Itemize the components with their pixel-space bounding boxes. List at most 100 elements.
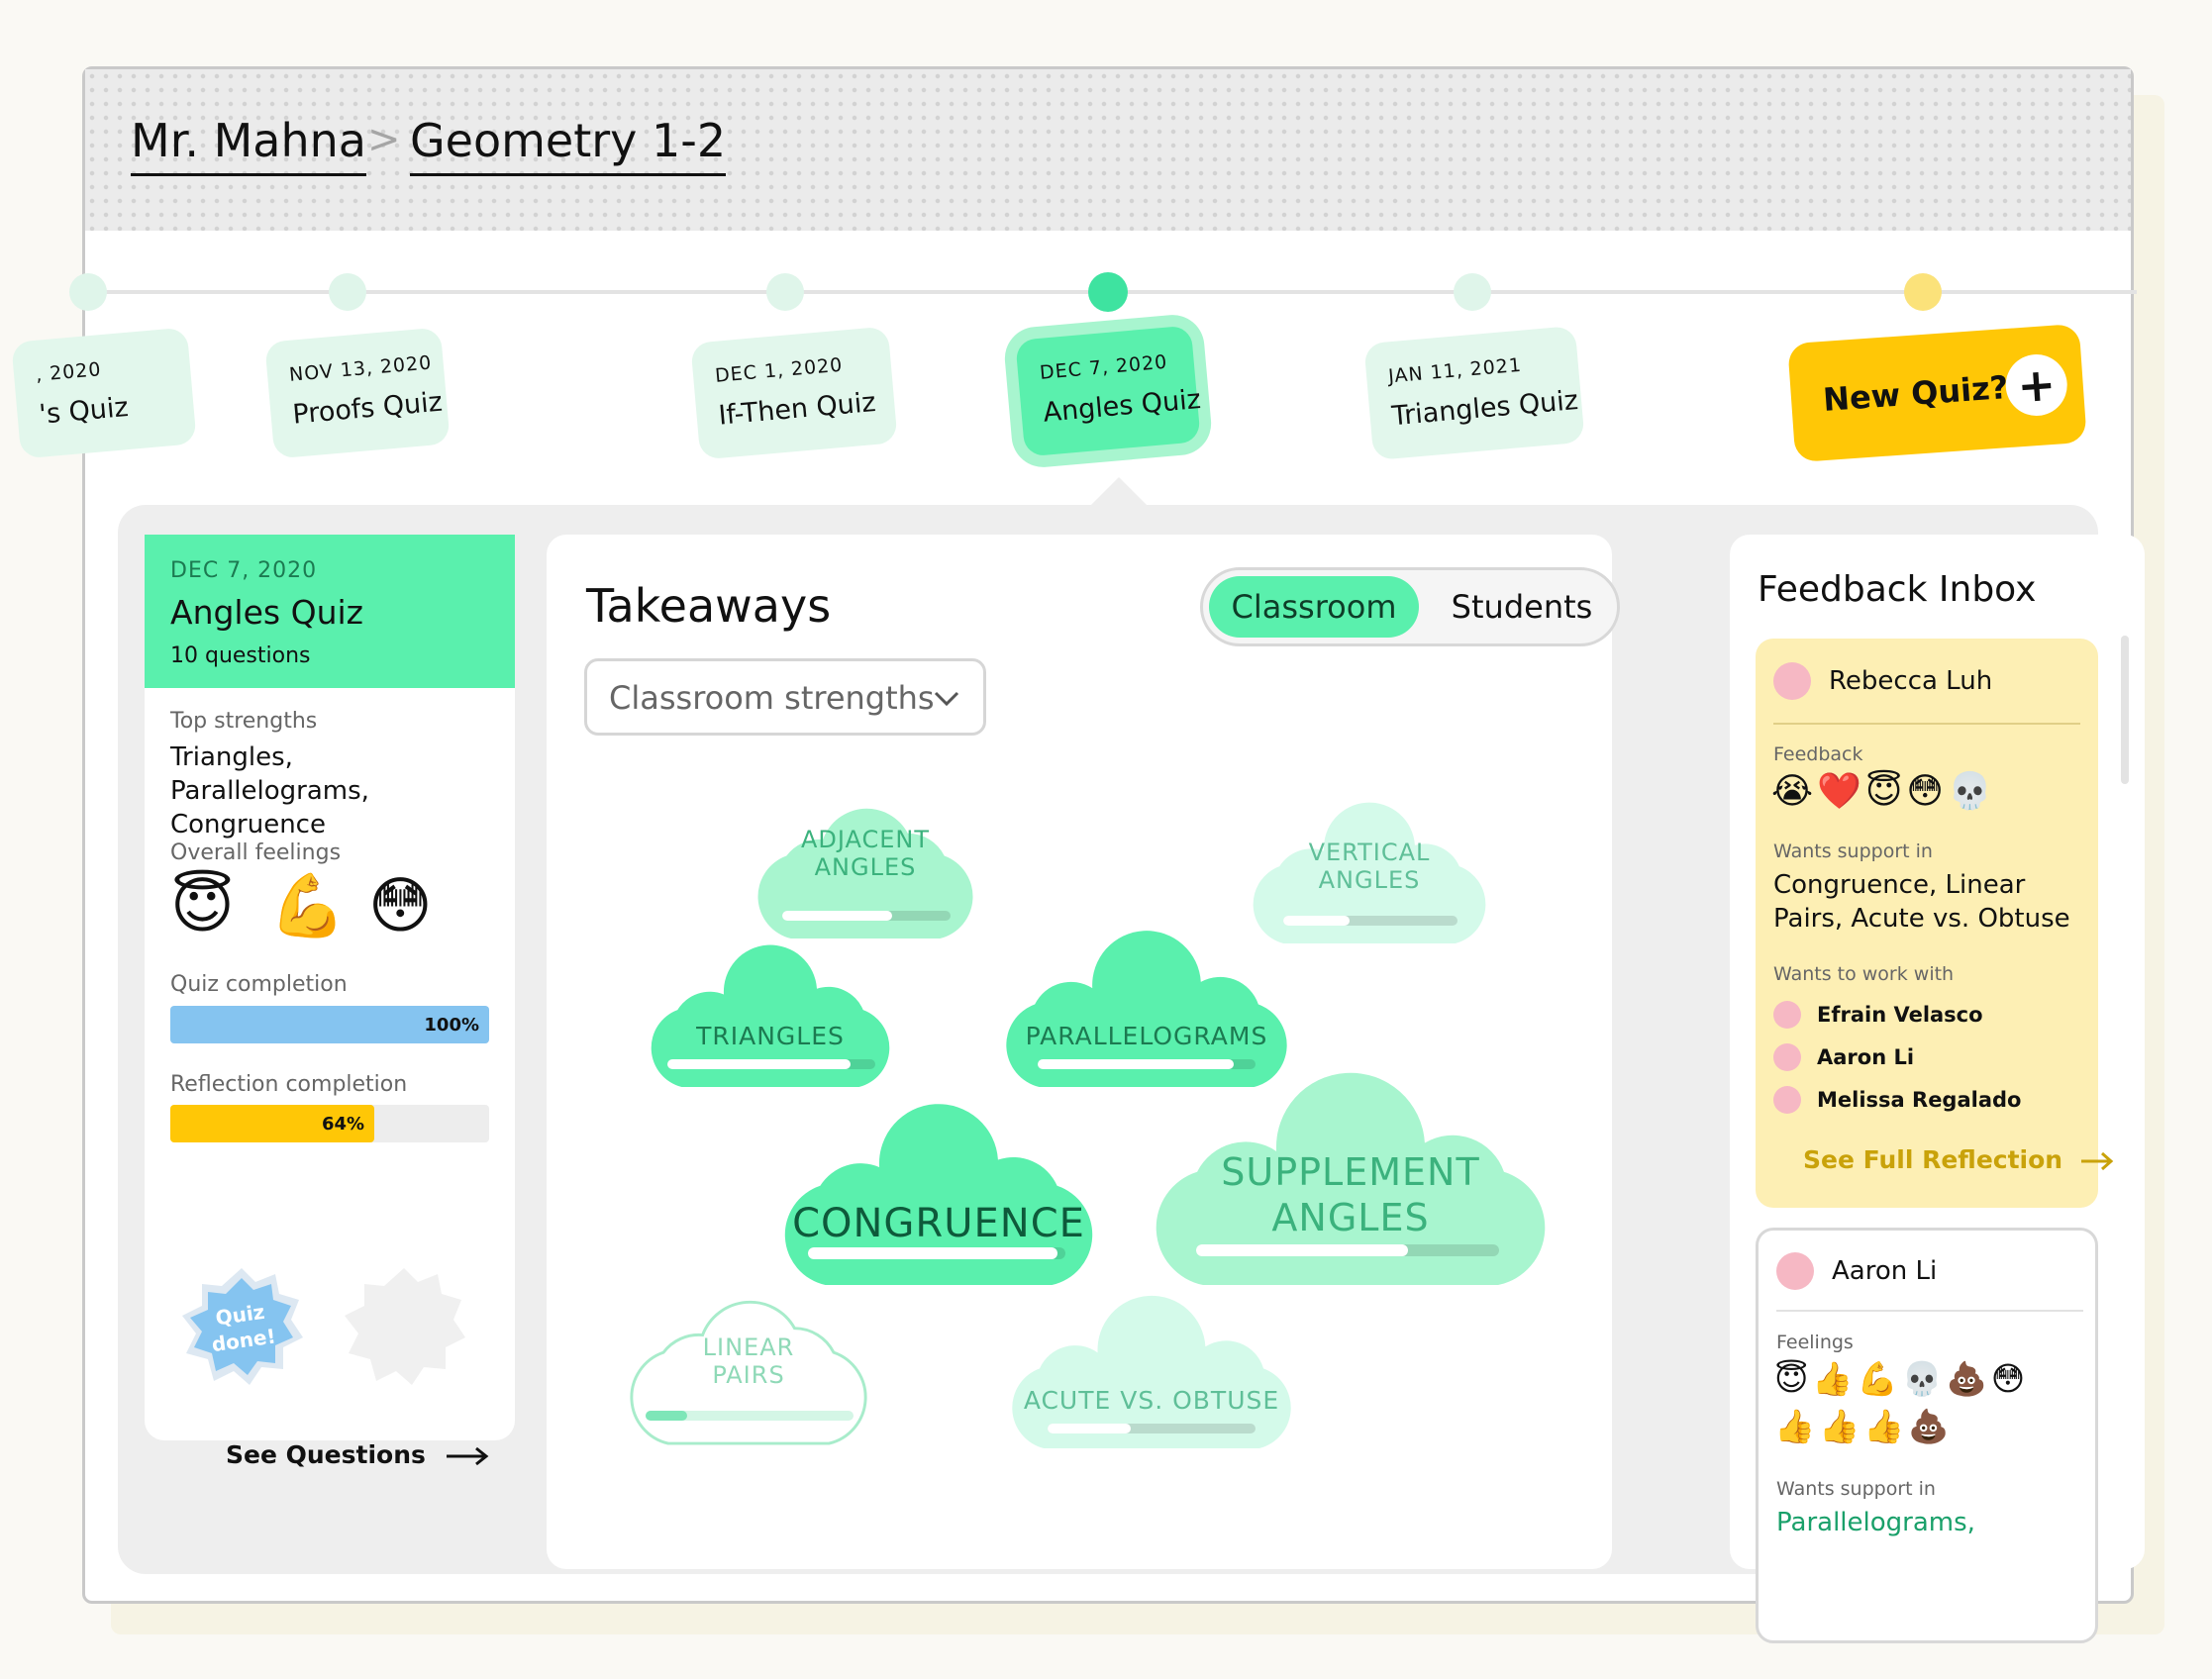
reflection-completion-percent: 64%	[321, 1114, 365, 1135]
quiz-card[interactable]: JAN 11, 2021 Triangles Quiz	[1363, 325, 1585, 461]
cloud-shape	[1253, 802, 1486, 944]
breadcrumb-separator: >	[367, 117, 401, 162]
support-value: Congruence, Linear Pairs, Acute vs. Obtu…	[1773, 870, 2070, 934]
cloud-shape	[1156, 1072, 1546, 1286]
topic-progress-fill	[1196, 1244, 1409, 1256]
quiz-completion-label: Quiz completion	[170, 972, 348, 997]
toggle-classroom[interactable]: Classroom	[1209, 576, 1419, 638]
cloud-vertical-angles[interactable]: VERTICAL ANGLES	[1240, 797, 1499, 945]
see-questions-link[interactable]: See Questions	[226, 1440, 490, 1469]
work-with-name: Efrain Velasco	[1817, 1003, 1983, 1027]
support-label: Wants support in	[1773, 840, 1933, 862]
cloud-parallelograms[interactable]: PARALLELOGRAMS	[992, 931, 1301, 1089]
quiz-card-name: Proofs Quiz	[291, 386, 445, 431]
chevron-down-icon	[934, 691, 959, 707]
topic-label: ADJACENT ANGLES	[800, 825, 931, 882]
feedback-card[interactable]: Aaron Li Feelings 😇👍💪💀💩😳 👍👍👍💩 Wants supp…	[1756, 1228, 2098, 1643]
inbox-scrollbar[interactable]	[2121, 636, 2129, 784]
quiz-summary-card: DEC 7, 2020 Angles Quiz 10 questions	[145, 535, 515, 1440]
divider	[1773, 723, 2080, 725]
topic-progress-track	[782, 911, 951, 921]
quiz-card-active[interactable]: DEC 7, 2020 Angles Quiz	[1015, 325, 1202, 457]
topic-progress-track	[1038, 1059, 1256, 1069]
quiz-card-name: 's Quiz	[38, 391, 130, 431]
quiz-card-date: DEC 7, 2020	[1039, 350, 1169, 384]
feelings-label: Feelings	[1776, 1332, 1854, 1353]
topic-progress-fill	[1038, 1059, 1234, 1069]
new-quiz-button[interactable]: New Quiz? +	[1787, 323, 2087, 463]
breadcrumb-teacher[interactable]: Mr. Mahna	[131, 114, 366, 176]
cloud-linear-pairs[interactable]: LINEAR PAIRS	[618, 1272, 879, 1445]
quiz-done-badge: Quiz done!	[182, 1268, 303, 1385]
quiz-card-date: JAN 11, 2021	[1387, 353, 1523, 388]
avatar	[1776, 1252, 1814, 1290]
header: Mr. Mahna > Geometry 1-2	[85, 69, 2131, 231]
quiz-summary-date: DEC 7, 2020	[170, 558, 318, 583]
timeline-dot-active[interactable]	[1088, 272, 1128, 312]
quiz-card[interactable]: DEC 1, 2020 If-Then Quiz	[690, 326, 898, 460]
timeline-dot[interactable]	[1454, 273, 1491, 311]
new-quiz-label: New Quiz?	[1821, 368, 2010, 420]
cloud-shape	[1012, 1295, 1291, 1449]
topic-progress-fill	[782, 911, 892, 921]
topic-progress-track	[1048, 1424, 1256, 1433]
flushed-face-icon: 😳	[368, 869, 433, 941]
quiz-card-date: , 2020	[35, 358, 103, 386]
topic-label: PARALLELOGRAMS	[1025, 1022, 1268, 1050]
dropdown-value: Classroom strengths	[609, 679, 935, 717]
halo-emoji-icon: 😇	[170, 869, 235, 941]
cloud-shape	[630, 1300, 867, 1445]
app-window: Mr. Mahna > Geometry 1-2 , 2020 's Quiz …	[11, 66, 2145, 1643]
cloud-supplement-angles[interactable]: SUPPLEMENT ANGLES	[1141, 1072, 1560, 1287]
timeline-dot[interactable]	[69, 273, 107, 311]
quiz-card-date: DEC 1, 2020	[714, 353, 845, 387]
empty-badge	[345, 1268, 465, 1385]
work-with-label: Wants to work with	[1773, 963, 1955, 985]
cloud-shape	[757, 808, 973, 939]
avatar	[1773, 1086, 1801, 1114]
timeline-dot-new[interactable]	[1904, 273, 1942, 311]
breadcrumb-class[interactable]: Geometry 1-2	[410, 114, 727, 176]
takeaways-title: Takeaways	[586, 579, 832, 633]
quiz-card-date: NOV 13, 2020	[288, 351, 434, 386]
view-toggle: Classroom Students	[1200, 567, 1620, 646]
topic-label: TRIANGLES	[696, 1022, 845, 1050]
support-label: Wants support in	[1776, 1478, 1936, 1500]
feelings-emojis: 👍👍👍💩	[1774, 1407, 1954, 1445]
topic-label: LINEAR PAIRS	[702, 1333, 795, 1390]
timeline-dot[interactable]	[766, 273, 804, 311]
takeaways-card: Takeaways Classroom Students Classroom s…	[547, 535, 1620, 1569]
student-name: Aaron Li	[1832, 1256, 1938, 1286]
work-with-name: Aaron Li	[1817, 1045, 1915, 1069]
divider	[1776, 1310, 2083, 1312]
top-strengths-value: Triangles, Parallelograms, Congruence	[170, 742, 369, 840]
topic-progress-fill	[808, 1247, 1058, 1259]
topic-progress-track	[1283, 916, 1458, 926]
topic-progress-fill	[667, 1059, 851, 1069]
top-strengths-label: Top strengths	[170, 709, 318, 734]
topic-progress-fill	[646, 1411, 687, 1421]
quiz-summary-title: Angles Quiz	[170, 593, 363, 632]
cloud-acute-vs-obtuse[interactable]: ACUTE VS. OBTUSE	[998, 1295, 1305, 1450]
overall-feelings-label: Overall feelings	[170, 840, 342, 865]
cloud-congruence[interactable]: CONGRUENCE	[770, 1099, 1107, 1287]
feelings-emojis: 😇👍💪💀💩😳	[1774, 1359, 2030, 1398]
toggle-students[interactable]: Students	[1451, 588, 1593, 626]
reflection-completion-bar: 64%	[170, 1105, 489, 1142]
quiz-card[interactable]: NOV 13, 2020 Proofs Quiz	[264, 327, 451, 459]
see-full-reflection-link[interactable]: See Full Reflection	[1803, 1145, 2115, 1174]
cloud-triangles[interactable]: TRIANGLES	[638, 940, 903, 1089]
see-full-reflection-label: See Full Reflection	[1803, 1145, 2063, 1174]
quiz-card[interactable]: , 2020 's Quiz	[11, 327, 197, 459]
feedback-card[interactable]: Rebecca Luh Feedback 😭❤️😇😳💀 Wants suppor…	[1756, 639, 2114, 1208]
cloud-adjacent-angles[interactable]: ADJACENT ANGLES	[745, 782, 986, 940]
topic-label: CONGRUENCE	[792, 1201, 1085, 1246]
student-name: Rebecca Luh	[1829, 666, 1993, 696]
support-value: Parallelograms,	[1776, 1508, 1975, 1537]
flexed-biceps-icon: 💪	[269, 869, 347, 941]
feedback-label: Feedback	[1773, 743, 1863, 765]
timeline-dot[interactable]	[329, 273, 366, 311]
strengths-dropdown[interactable]: Classroom strengths	[584, 658, 986, 736]
avatar	[1773, 662, 1811, 700]
see-questions-label: See Questions	[226, 1440, 426, 1469]
